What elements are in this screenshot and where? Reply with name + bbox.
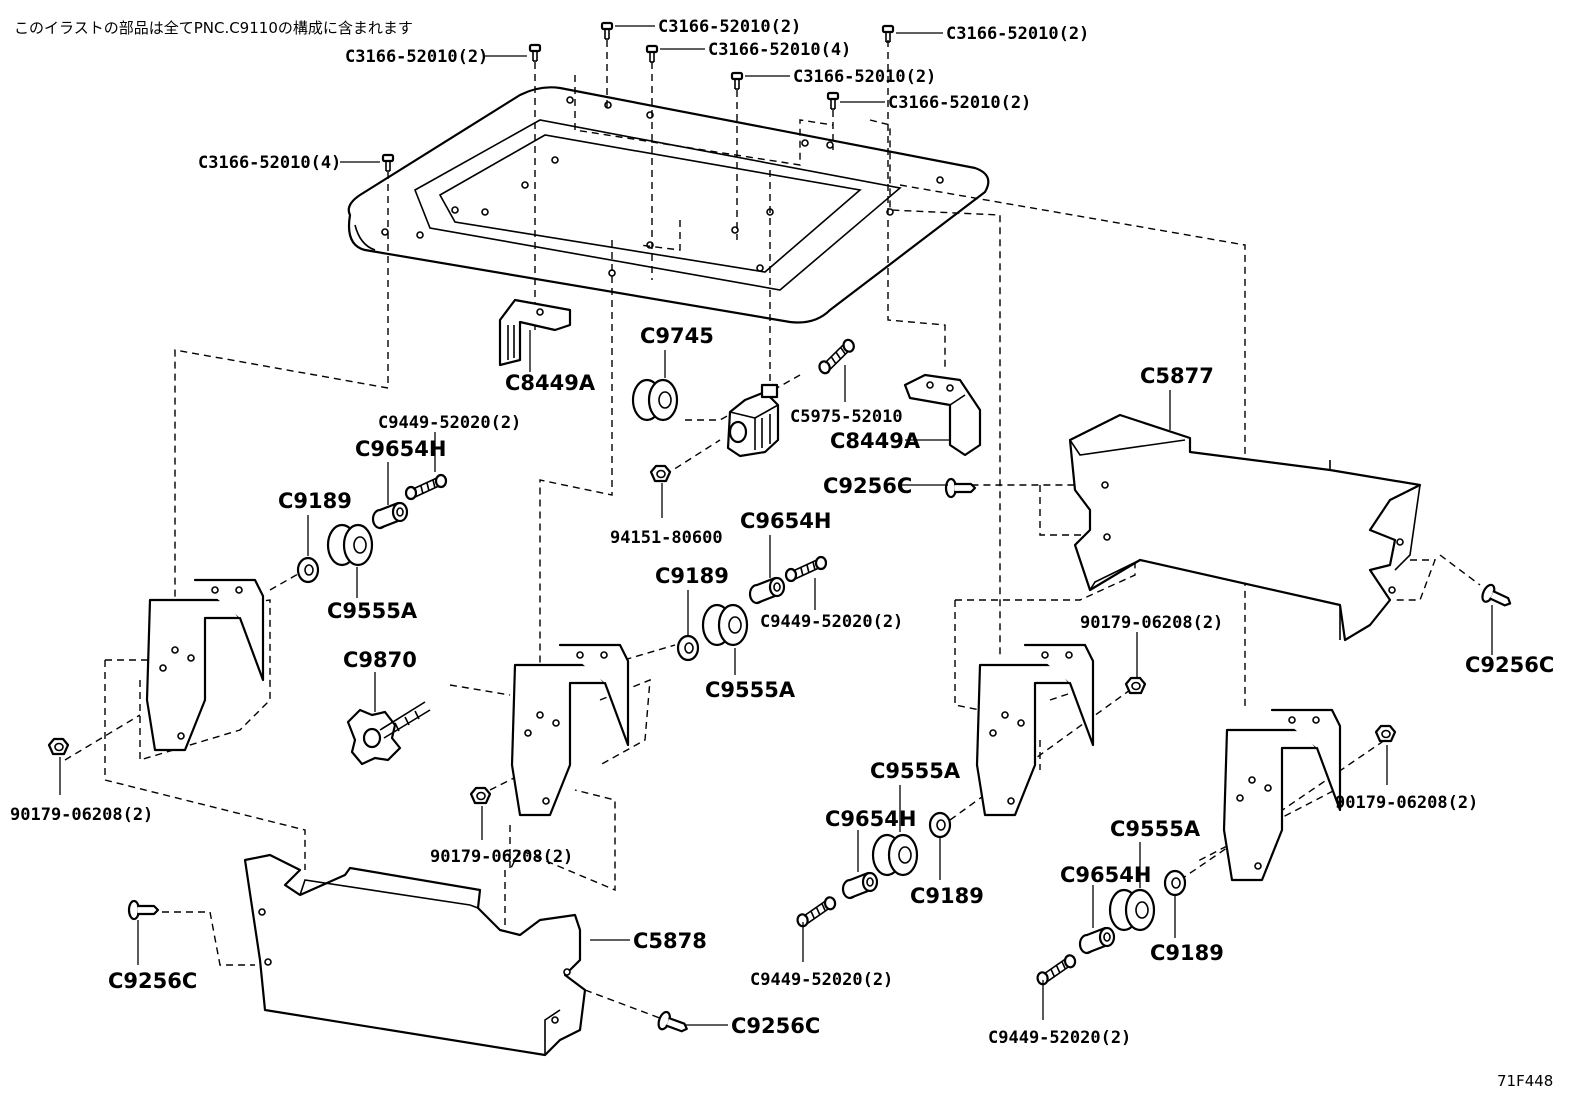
knob-c9870 xyxy=(346,701,431,766)
label-c9189-4: C9189 xyxy=(1150,941,1224,965)
center-bracket xyxy=(726,383,780,458)
label-c9555a-1: C9555A xyxy=(327,599,418,623)
nut-icon xyxy=(649,464,672,483)
label-c9189-1: C9189 xyxy=(278,489,352,513)
mount-bracket-right-center xyxy=(975,643,1095,817)
label-s3: C3166-52010(2) xyxy=(345,47,488,67)
label-c8449a-2: C8449A xyxy=(830,429,921,453)
washer-icon xyxy=(296,556,320,584)
label-c9189-3: C9189 xyxy=(910,884,984,908)
figure-id: 71F448 xyxy=(1497,1072,1553,1090)
label-c9654h-3: C9654H xyxy=(825,807,916,831)
bolt-icon xyxy=(1033,953,1080,987)
screw-icon xyxy=(645,44,659,64)
label-s7: C3166-52010(4) xyxy=(198,153,341,173)
grommet-icon xyxy=(631,378,679,422)
label-c9555a-4: C9555A xyxy=(1110,817,1201,841)
collar-icon xyxy=(1078,926,1116,955)
label-s5: C3166-52010(2) xyxy=(888,93,1031,113)
screw-icon xyxy=(826,91,840,111)
label-c9745: C9745 xyxy=(640,324,714,348)
label-c9256c-3: C9256C xyxy=(108,969,197,993)
nut-icon xyxy=(469,786,492,805)
collar-icon xyxy=(841,871,879,900)
bolt-icon xyxy=(404,473,448,501)
label-c9555a-2: C9555A xyxy=(705,678,796,702)
clip-icon xyxy=(655,1009,691,1039)
label-c9449-4: C9449-52020(2) xyxy=(988,1028,1131,1048)
collar-icon xyxy=(748,576,786,605)
washer-icon xyxy=(928,811,952,839)
screw-icon xyxy=(730,71,744,91)
label-c9555a-3: C9555A xyxy=(870,759,961,783)
label-94151: 94151-80600 xyxy=(610,528,723,548)
label-c9189-2: C9189 xyxy=(655,564,729,588)
label-c5975: C5975-52010 xyxy=(790,407,903,427)
nut-icon xyxy=(1374,724,1397,743)
top-plate xyxy=(347,86,990,324)
label-c9256c-4: C9256C xyxy=(731,1014,820,1038)
label-c5877: C5877 xyxy=(1140,364,1214,388)
screw-icon xyxy=(528,43,542,63)
screw-labels: C3166-52010(2) C3166-52010(4) C3166-5201… xyxy=(198,17,1089,173)
cover-c5878 xyxy=(243,853,587,1057)
label-c5878: C5878 xyxy=(633,929,707,953)
bracket-c8449a-left xyxy=(498,298,572,367)
nut-icon xyxy=(47,737,70,756)
bolt-icon xyxy=(793,895,840,929)
clip-icon xyxy=(1478,581,1516,613)
label-c9654h-2: C9654H xyxy=(740,509,831,533)
label-90179-1: 90179-06208(2) xyxy=(10,805,153,825)
label-c9870: C9870 xyxy=(343,648,417,672)
label-c9256c-2: C9256C xyxy=(1465,653,1554,677)
label-c9449-1: C9449-52020(2) xyxy=(378,413,521,433)
label-c9449-3: C9449-52020(2) xyxy=(750,970,893,990)
label-90179-3: 90179-06208(2) xyxy=(1080,613,1223,633)
clip-icon xyxy=(944,477,977,499)
label-90179-4: 90179-06208(2) xyxy=(1335,793,1478,813)
grommet-icon xyxy=(326,523,374,567)
label-c8449a-1: C8449A xyxy=(505,371,596,395)
bracket-c8449a-right xyxy=(903,373,982,457)
label-s1: C3166-52010(2) xyxy=(658,17,801,37)
grommet-icon xyxy=(701,603,749,647)
label-s2: C3166-52010(4) xyxy=(708,40,851,60)
bolt-icon xyxy=(784,555,828,583)
grommet-icon xyxy=(1108,888,1156,932)
label-c9654h-4: C9654H xyxy=(1060,863,1151,887)
washer-icon xyxy=(1163,869,1187,897)
bolt-icon xyxy=(812,337,861,376)
washer-icon xyxy=(676,634,700,662)
header-note: このイラストの部品は全てPNC.C9110の構成に含まれます xyxy=(14,19,413,37)
label-s6: C3166-52010(2) xyxy=(946,24,1089,44)
clip-icon xyxy=(127,899,160,921)
label-c9449-2: C9449-52020(2) xyxy=(760,612,903,632)
nut-icon xyxy=(1124,676,1147,695)
label-90179-2: 90179-06208(2) xyxy=(430,847,573,867)
collar-icon xyxy=(371,501,409,530)
cover-c5877 xyxy=(1068,413,1422,642)
label-c9654h-1: C9654H xyxy=(355,437,446,461)
screw-icon xyxy=(881,24,895,44)
screw-icon xyxy=(600,21,614,41)
label-c9256c-1: C9256C xyxy=(823,474,912,498)
grommet-icon xyxy=(871,833,919,877)
mount-bracket-right xyxy=(1222,708,1342,882)
screw-icon xyxy=(381,153,395,173)
label-s4: C3166-52010(2) xyxy=(793,67,936,87)
mount-bracket-center xyxy=(510,643,630,817)
